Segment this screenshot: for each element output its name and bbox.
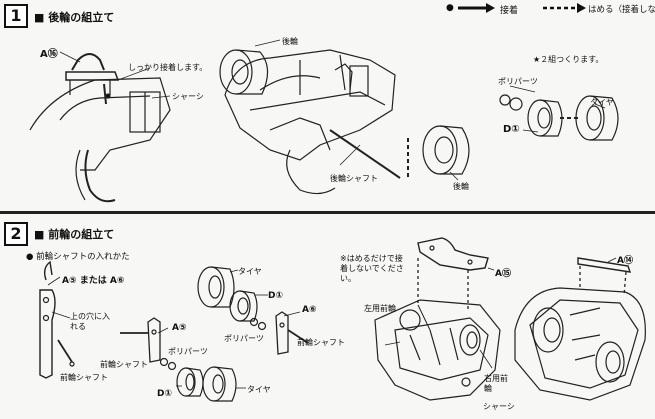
fit-legend-label: はめる（接着しない） xyxy=(588,5,655,15)
poly-parts-label: ポリパーツ xyxy=(498,77,538,86)
part-a14-label: A⑭ xyxy=(617,256,633,266)
tire-bottom-label: タイヤ xyxy=(247,385,271,394)
part-d1-bottom-label: D① xyxy=(157,389,173,399)
front-shaft-mid-label: 前輪シャフト xyxy=(100,360,148,369)
rear-shaft-label: 後輪シャフト xyxy=(330,174,378,183)
left-front-wheel-label: 左用前輪 xyxy=(364,304,396,313)
chassis-label: シャーシ xyxy=(172,92,204,101)
front-shaft-right-label: 前輪シャフト xyxy=(297,338,345,347)
rear-wheel-top-label: 後輪 xyxy=(282,37,298,46)
step2-title: ■ 前輪の組立て xyxy=(34,228,115,241)
part-a5-label: A⑤ xyxy=(172,323,187,333)
part-a16-label: A⑯ xyxy=(40,49,58,60)
section-divider xyxy=(0,211,655,214)
glue-arrow-icon xyxy=(458,3,586,13)
step1-title: ■ 後輪の組立て xyxy=(34,11,115,24)
front-shaft-left-label: 前輪シャフト xyxy=(60,373,108,382)
poly-parts-b-label: ポリパーツ xyxy=(224,334,264,343)
glue-legend-dot-icon: ● xyxy=(446,3,454,13)
rear-wheel-label: 後輪 xyxy=(453,182,469,191)
rear-assembly-drawing xyxy=(29,39,619,203)
upper-hole-note: 上の穴に入れる xyxy=(70,312,110,331)
step2-number: 2 xyxy=(4,222,28,246)
tire-top-label: タイヤ xyxy=(238,267,262,276)
right-front-wheel-label: 右用前輪 xyxy=(484,374,508,393)
poly-parts-a-label: ポリパーツ xyxy=(168,347,208,356)
tire-label: タイヤ xyxy=(590,98,614,107)
do-not-glue-note: ※はめるだけで接着しないでください。 xyxy=(340,254,404,283)
make-two-note: ★２組つくります。 xyxy=(533,55,604,64)
shaft-insert-note: ● 前輪シャフトの入れかた xyxy=(26,252,130,262)
step1-number: 1 xyxy=(4,4,28,28)
part-a6-label: A⑥ xyxy=(302,305,317,315)
part-d1-top-label: D① xyxy=(268,291,284,301)
part-a5-or-a6-label: A⑤ または A⑥ xyxy=(62,276,125,286)
glue-legend-label: 接着 xyxy=(500,6,519,16)
chassis-bottom-label: シャーシ xyxy=(483,402,515,411)
part-d1-label: D① xyxy=(503,124,520,135)
part-a15-label: A⑮ xyxy=(495,269,511,279)
glue-firmly-note: しっかり接着します。 xyxy=(128,63,208,72)
